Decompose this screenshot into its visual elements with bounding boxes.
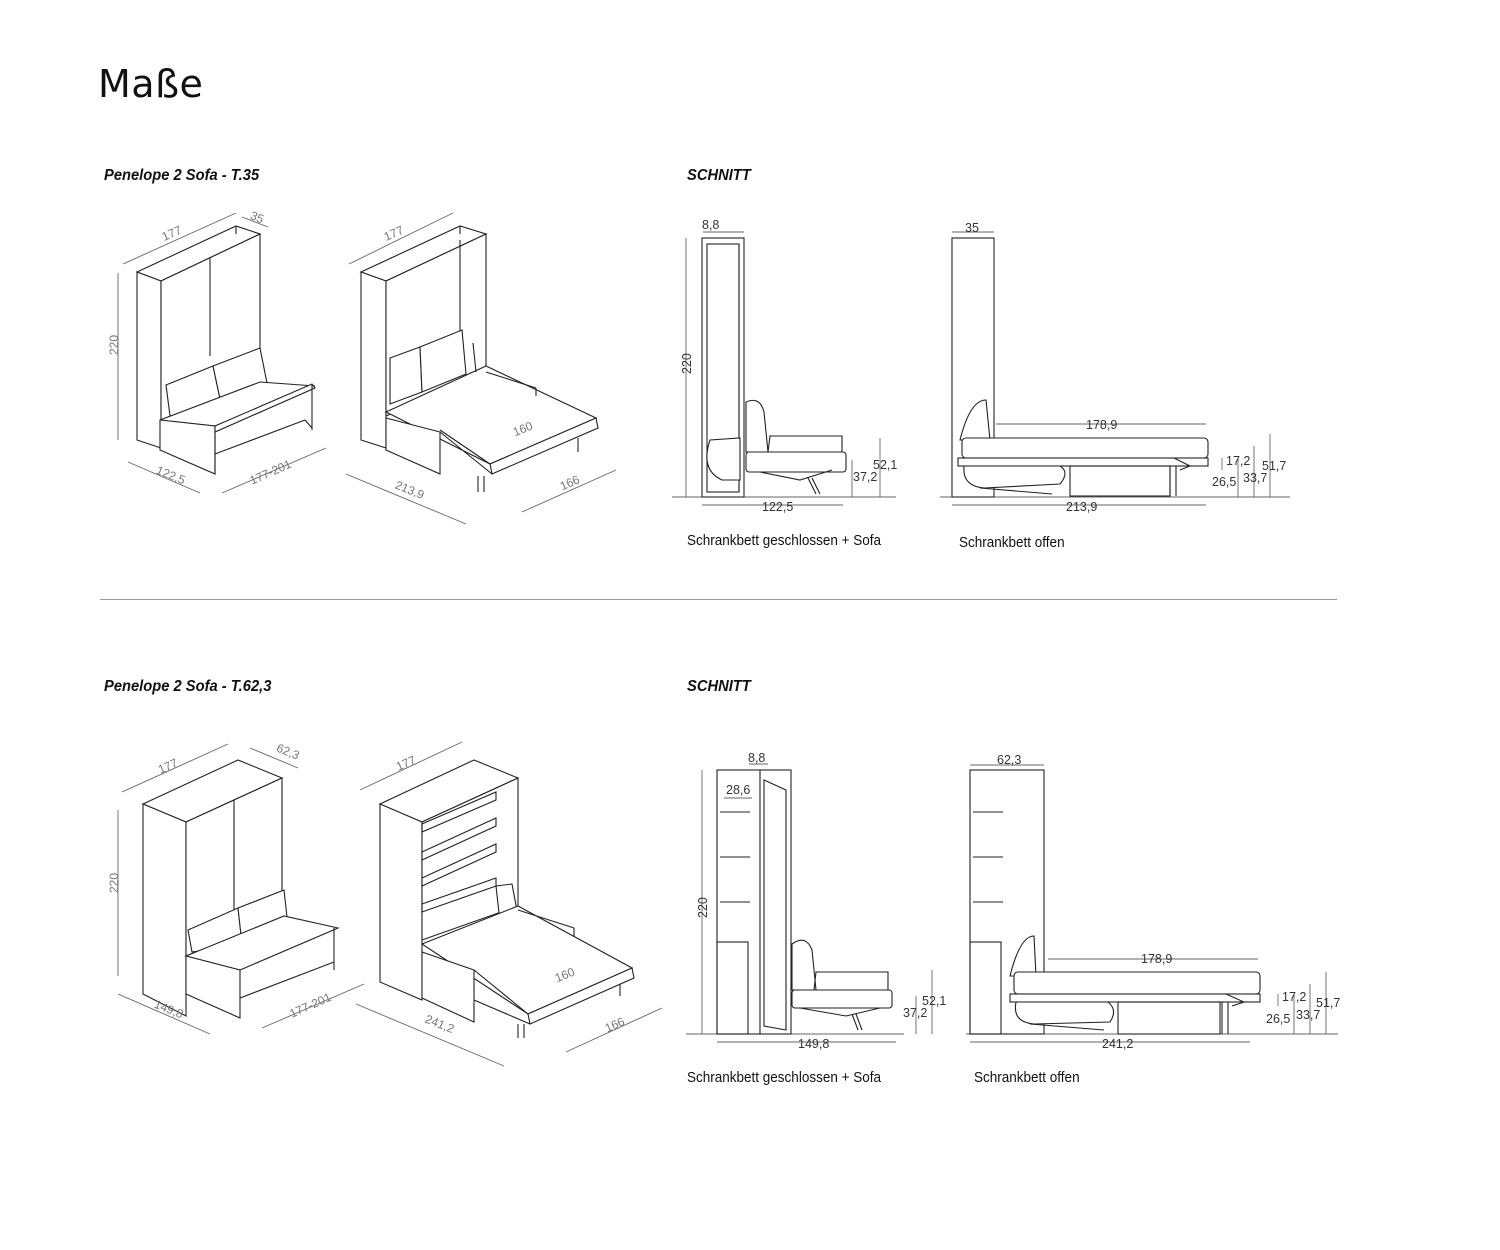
iso1-open-width: 177 (382, 223, 406, 244)
iso-closed-2 (117, 743, 365, 1035)
iso2-closed-depth: 62,3 (274, 741, 301, 763)
so2-d4: 51,7 (1316, 996, 1340, 1010)
iso1-closed-footprint-depth: 122,5 (154, 463, 187, 487)
iso2-closed-height: 220 (107, 873, 121, 893)
iso1-closed-footprint-width: 177-201 (248, 457, 294, 488)
iso1-closed-width: 177 (160, 223, 184, 244)
iso-open-2 (355, 741, 663, 1067)
iso2-closed-width: 177 (156, 756, 180, 777)
section-1-title: Penelope 2 Sofa - T.35 (104, 167, 260, 184)
sc2-height: 220 (696, 897, 710, 918)
so1-d1: 17,2 (1226, 454, 1250, 468)
iso1-open-footprint-width: 166 (558, 472, 582, 493)
sc1-panel: 8,8 (702, 218, 719, 232)
section-2-title: Penelope 2 Sofa - T.62,3 (104, 678, 272, 695)
iso1-closed-height: 220 (107, 335, 121, 355)
section-closed-1 (672, 231, 896, 506)
sc2-length: 149,8 (798, 1037, 829, 1051)
section-1-schnitt-title: SCHNITT (687, 167, 751, 184)
so2-d3: 33,7 (1296, 1008, 1320, 1022)
so2-d1: 17,2 (1282, 990, 1306, 1004)
section-2-schnitt-title: SCHNITT (687, 678, 751, 695)
sc1-seat-top: 52,1 (873, 458, 897, 472)
section-open-2 (966, 764, 1338, 1043)
section-divider (100, 599, 1337, 600)
so2-length: 241,2 (1102, 1037, 1133, 1051)
sc2-seat: 37,2 (903, 1006, 927, 1020)
iso2-open-footprint-width: 166 (603, 1014, 627, 1035)
section-1-closed-caption: Schrankbett geschlossen + Sofa (687, 532, 882, 549)
iso-closed-1 (117, 212, 327, 494)
sc1-height: 220 (680, 353, 694, 374)
so2-depth: 62,3 (997, 753, 1021, 767)
section-2-open-caption: Schrankbett offen (974, 1069, 1080, 1086)
so2-d2: 26,5 (1266, 1012, 1290, 1026)
iso-open-1 (345, 212, 617, 525)
iso2-open-width: 177 (394, 753, 418, 774)
so1-d2: 26,5 (1212, 475, 1236, 489)
so1-length: 213,9 (1066, 500, 1097, 514)
so1-bed-length: 178,9 (1086, 418, 1117, 432)
iso1-closed-depth: 35 (248, 208, 266, 226)
iso2-closed-footprint-width: 177-201 (287, 990, 333, 1021)
so1-d4: 51,7 (1262, 459, 1286, 473)
section-2-closed-caption: Schrankbett geschlossen + Sofa (687, 1069, 882, 1086)
page-title: Maße (98, 62, 204, 106)
so1-d3: 33,7 (1243, 471, 1267, 485)
section-closed-2 (686, 763, 933, 1043)
sc1-length: 122,5 (762, 500, 793, 514)
sc1-seat: 37,2 (853, 470, 877, 484)
iso2-open-length: 241,2 (423, 1012, 456, 1036)
sc2-panel: 8,8 (748, 751, 765, 765)
so1-depth: 35 (965, 221, 979, 235)
section-1-open-caption: Schrankbett offen (959, 534, 1065, 551)
so2-bed-length: 178,9 (1141, 952, 1172, 966)
sc2-seat-top: 52,1 (922, 994, 946, 1008)
section-open-1 (940, 231, 1290, 506)
sc2-shelf: 28,6 (726, 783, 750, 797)
iso1-open-length: 213,9 (393, 478, 426, 502)
